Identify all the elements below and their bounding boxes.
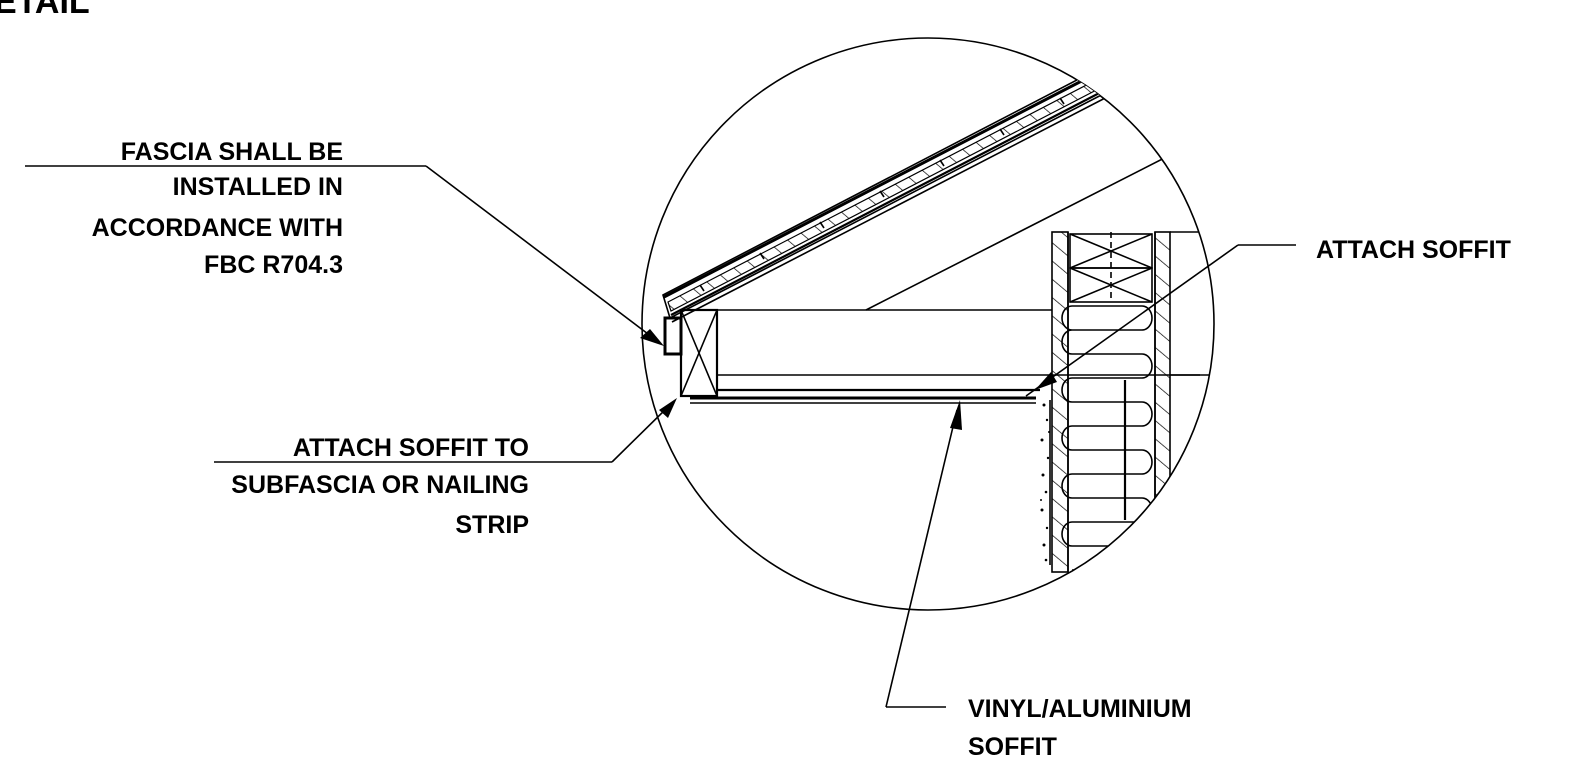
leader-attach-subfascia [214,398,677,463]
callout-fascia-line-1: FASCIA SHALL BE [121,138,343,166]
soffit-framing [690,309,1200,404]
callout-attach-subfascia: ATTACH SOFFIT TO SUBFASCIA OR NAILING ST… [231,434,529,539]
callout-attach-right: ATTACH SOFFIT [1316,236,1511,264]
leader-vinyl-soffit [885,400,962,708]
callout-fascia-line-4: FBC R704.3 [204,251,343,279]
callout-attach-subfascia-line-1: ATTACH SOFFIT TO [293,434,529,462]
detail-contents [662,53,1214,573]
fascia-board [663,308,719,398]
callout-vinyl-soffit-line-1: VINYL/ALUMINIUM [968,695,1192,723]
callout-vinyl-soffit-line-2: SOFFIT [968,733,1057,761]
callout-vinyl-soffit: VINYL/ALUMINIUM SOFFIT [968,695,1192,761]
callout-fascia-line-2: INSTALLED IN [173,173,343,201]
callout-attach-right-line-1: ATTACH SOFFIT [1316,236,1511,264]
detail-title-fragment: ETAIL [0,0,90,21]
leader-attach-right [1025,244,1296,397]
callout-fascia-line-3: ACCORDANCE WITH [92,214,343,242]
callout-fascia: FASCIA SHALL BE INSTALLED IN ACCORDANCE … [92,138,343,279]
callout-attach-subfascia-line-2: SUBFASCIA OR NAILING [231,471,529,499]
roof-shingles [662,53,1142,323]
callout-attach-subfascia-line-3: STRIP [455,511,529,539]
detail-circle [641,37,1215,611]
rafter-line [865,149,1181,311]
leader-fascia [25,165,664,346]
